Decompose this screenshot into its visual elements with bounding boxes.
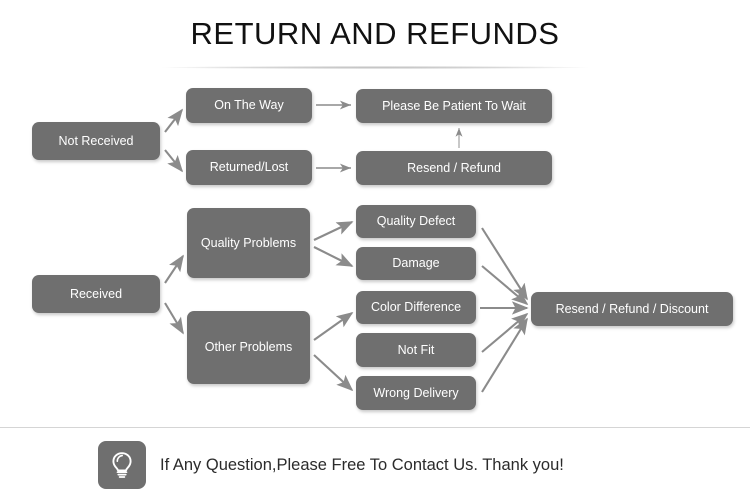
edge-other-problems-color-difference — [313, 312, 354, 341]
node-label: Please Be Patient To Wait — [382, 98, 526, 113]
node-please-be-patient-to-wait[interactable]: Please Be Patient To Wait — [356, 89, 552, 123]
node-wrong-delivery[interactable]: Wrong Delivery — [356, 376, 476, 410]
edge-quality-problems-quality-defect — [313, 221, 354, 241]
node-label: Resend / Refund / Discount — [555, 301, 709, 316]
node-returned-lost[interactable]: Returned/Lost — [186, 150, 312, 185]
edge-not-received-on-the-way — [164, 108, 184, 133]
page-title: RETURN AND REFUNDS — [190, 16, 560, 51]
node-label: Damage — [392, 256, 440, 270]
title-divider — [160, 66, 590, 69]
node-label: Not Fit — [397, 342, 435, 357]
edge-other-problems-wrong-delivery — [313, 354, 354, 392]
node-not-received[interactable]: Not Received — [32, 122, 160, 160]
node-damage[interactable]: Damage — [356, 247, 476, 280]
node-label: Quality Problems — [200, 235, 297, 250]
footer-divider — [0, 427, 750, 428]
edge-received-quality-problems — [164, 254, 184, 284]
node-on-the-way[interactable]: On The Way — [186, 88, 312, 123]
node-label: Resend / Refund — [407, 160, 501, 175]
node-resend-refund-discount[interactable]: Resend / Refund / Discount — [531, 292, 733, 326]
node-label: Not Received — [58, 133, 134, 148]
node-label: Returned/Lost — [209, 160, 289, 174]
edge-damage-final — [481, 265, 529, 306]
node-quality-defect[interactable]: Quality Defect — [356, 205, 476, 238]
node-label: Color Difference — [370, 300, 462, 314]
edge-wrong-delivery-final — [481, 317, 528, 393]
node-color-difference[interactable]: Color Difference — [356, 291, 476, 324]
node-received[interactable]: Received — [32, 275, 160, 313]
node-label: On The Way — [214, 98, 284, 112]
edge-received-other-problems — [164, 302, 184, 335]
node-label: Quality Defect — [376, 214, 456, 228]
node-other-problems[interactable]: Other Problems — [187, 311, 310, 384]
edge-quality-problems-damage — [313, 246, 354, 267]
node-label: Wrong Delivery — [373, 385, 459, 400]
node-label: Other Problems — [204, 340, 293, 354]
edge-not-received-returned-lost — [164, 149, 184, 173]
node-resend-refund[interactable]: Resend / Refund — [356, 151, 552, 185]
node-not-fit[interactable]: Not Fit — [356, 333, 476, 367]
footer-text: If Any Question,Please Free To Contact U… — [160, 455, 564, 474]
node-label: Received — [69, 286, 123, 301]
node-quality-problems[interactable]: Quality Problems — [187, 208, 310, 278]
lightbulb-icon — [98, 441, 146, 489]
edge-not-fit-final — [481, 312, 529, 353]
footer: If Any Question,Please Free To Contact U… — [98, 440, 658, 490]
edge-quality-defect-final — [481, 227, 528, 301]
